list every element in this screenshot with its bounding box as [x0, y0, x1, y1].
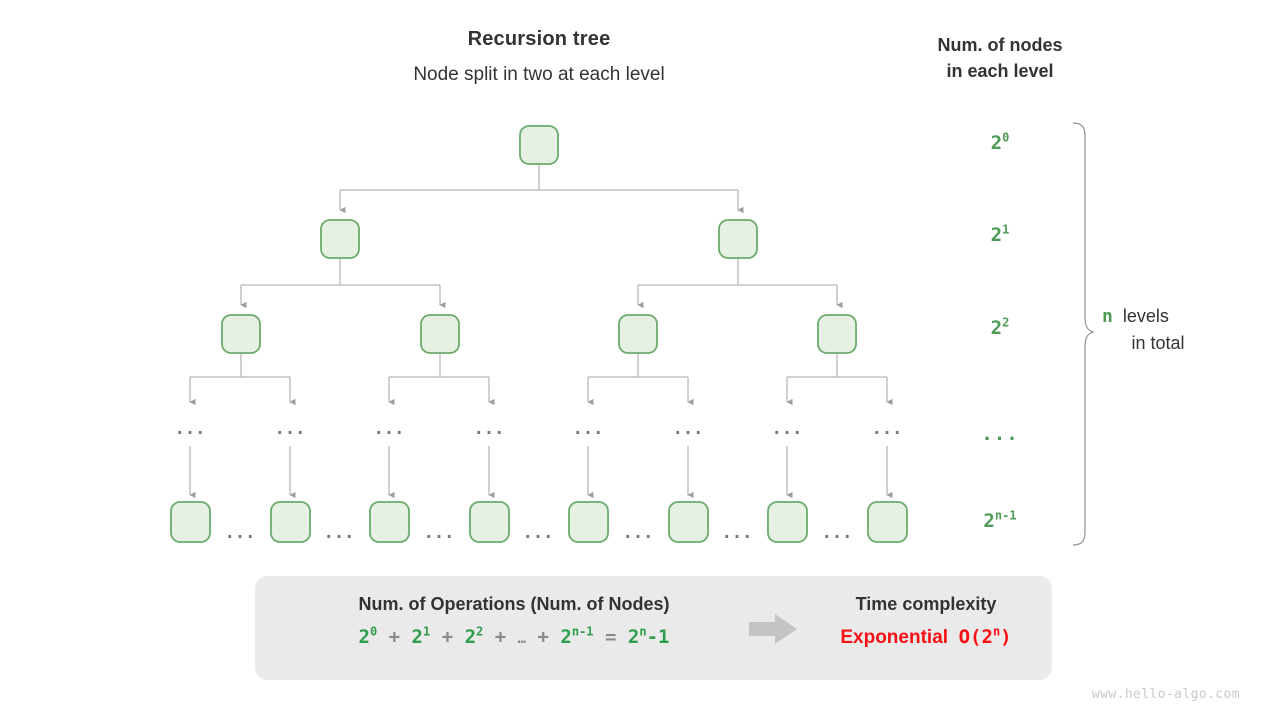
- svg-text:...: ...: [872, 419, 903, 439]
- svg-text:...: ...: [374, 419, 405, 439]
- level-count-label-1: 21: [990, 222, 1010, 246]
- svg-text:...: ...: [225, 523, 256, 543]
- page-subtitle: Node split in two at each level: [413, 64, 665, 85]
- tree-node: [170, 501, 211, 543]
- svg-text:...: ...: [822, 523, 853, 543]
- tree-node: [420, 314, 460, 354]
- complexity-name: Exponential: [840, 627, 949, 648]
- svg-text:...: ...: [523, 523, 554, 543]
- tree-node: [221, 314, 261, 354]
- complexity-section: Time complexity Exponential O(2n): [811, 594, 1041, 649]
- brace-text-line2: in total: [1131, 333, 1185, 353]
- tree-node: [469, 501, 510, 543]
- brace-annotation: n levels in total: [1102, 303, 1252, 357]
- svg-text:...: ...: [275, 419, 306, 439]
- leaf-ellipsis-row: ... ... ... ... ... ... ...: [225, 523, 853, 543]
- column-title-line1: Num. of nodes: [937, 35, 1063, 55]
- operations-heading: Num. of Operations (Num. of Nodes): [358, 594, 670, 614]
- tree-node: [519, 125, 559, 165]
- tree-node: [668, 501, 709, 543]
- svg-text:...: ...: [474, 419, 505, 439]
- tree-node: [369, 501, 410, 543]
- level-brace: [1072, 122, 1095, 546]
- svg-text:...: ...: [722, 523, 753, 543]
- complexity-value: Exponential O(2n): [811, 626, 1041, 649]
- tree-node: [568, 501, 609, 543]
- svg-text:...: ...: [623, 523, 654, 543]
- summary-box: Num. of Operations (Num. of Nodes) 20 + …: [255, 576, 1052, 680]
- level-count-label-2: 22: [990, 315, 1010, 339]
- tree-node: [270, 501, 311, 543]
- svg-text:...: ...: [673, 419, 704, 439]
- tree-node: [718, 219, 758, 259]
- tree-node: [767, 501, 808, 543]
- level-count-label-n-1: 2n-1: [983, 508, 1017, 532]
- operations-formula: 20 + 21 + 22 + … + 2n-1 = 2n-1: [358, 624, 670, 648]
- complexity-big-o: O(2n): [958, 624, 1012, 648]
- tree-node: [817, 314, 857, 354]
- level-ellipsis-row: ... ... ... ... ... ... ... ...: [175, 419, 903, 439]
- tree-node: [618, 314, 658, 354]
- brace-variable: n: [1102, 306, 1113, 327]
- watermark: www.hello-algo.com: [1091, 687, 1240, 702]
- complexity-heading: Time complexity: [855, 594, 997, 614]
- brace-text-line1: levels: [1122, 306, 1169, 326]
- svg-text:...: ...: [175, 419, 206, 439]
- level-count-label-0: 20: [990, 130, 1010, 154]
- column-title: Num. of nodes in each level: [900, 32, 1100, 84]
- svg-text:...: ...: [772, 419, 803, 439]
- tree-node: [320, 219, 360, 259]
- svg-text:...: ...: [324, 523, 355, 543]
- svg-text:...: ...: [573, 419, 604, 439]
- tree-node: [867, 501, 908, 543]
- level-count-label-ellipsis: ...: [981, 423, 1019, 445]
- column-title-line2: in each level: [946, 61, 1054, 82]
- right-arrow-icon: [749, 614, 797, 644]
- page-title: Recursion tree: [467, 28, 611, 50]
- svg-text:...: ...: [424, 523, 455, 543]
- operations-section: Num. of Operations (Num. of Nodes) 20 + …: [275, 594, 753, 648]
